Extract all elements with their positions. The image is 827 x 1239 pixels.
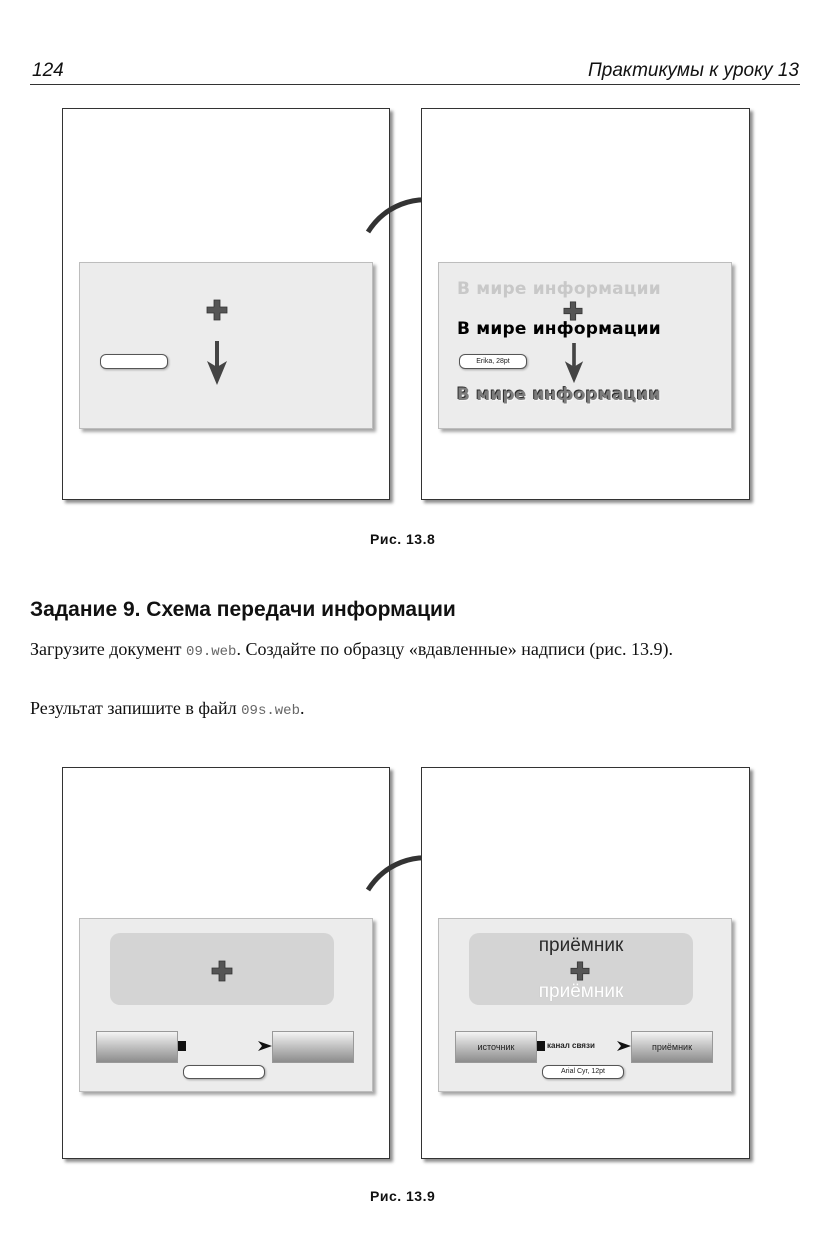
p1-text-end: . Создайте по образцу «вдавленные» надпи… — [236, 639, 673, 659]
receiver-small-box — [272, 1031, 354, 1063]
source-box — [96, 1031, 178, 1063]
receiver-small-label: приёмник — [651, 1042, 693, 1052]
file-name: 09.web — [186, 644, 237, 660]
running-title: Практикумы к уроку 13 — [587, 60, 799, 81]
plus-icon — [211, 960, 233, 982]
source-label: источник — [477, 1042, 515, 1052]
source-box: источник — [455, 1031, 537, 1063]
receiver-bottom-label: приёмник — [538, 981, 624, 1002]
wordart-line-3: В мире информации — [457, 385, 661, 405]
font-label-empty — [183, 1065, 265, 1079]
fig1-left-inner — [79, 262, 373, 429]
p2-text-end: . — [299, 698, 305, 718]
fig1-right-panel: В мире информации В мире информации Erik… — [421, 108, 750, 500]
arrow-right-icon — [258, 1041, 272, 1051]
fig2-left-inner — [79, 918, 373, 1092]
p1-text-start: Загрузите документ — [30, 639, 187, 659]
header-rule — [30, 84, 800, 85]
receiver-top-label: приёмник — [538, 935, 624, 956]
wordart-line-2: В мире информации — [457, 319, 661, 339]
page-number: 124 — [32, 60, 64, 81]
plus-icon — [563, 301, 583, 321]
wordart-line-1: В мире информации — [457, 279, 661, 299]
plus-icon — [570, 961, 590, 981]
arrow-right-icon — [617, 1041, 631, 1051]
fig2-left-panel — [62, 767, 390, 1159]
file-name: 09s.web — [241, 703, 300, 719]
channel-label: канал связи — [547, 1041, 595, 1050]
task-paragraph-2: Результат запишите в файл 09s.web. — [30, 697, 304, 722]
arrow-down-icon — [564, 343, 584, 384]
arrow-down-icon — [207, 341, 227, 385]
fig2-right-panel: приёмник приёмник источник канал связи п… — [421, 767, 750, 1159]
font-label: Arial Cyr, 12pt — [542, 1065, 624, 1079]
figure-caption: Рис. 13.9 — [370, 1188, 436, 1204]
font-label-empty — [100, 354, 168, 369]
fig1-left-panel — [62, 108, 390, 500]
font-label: Erika, 28pt — [459, 354, 527, 369]
figure-caption: Рис. 13.8 — [370, 531, 436, 547]
square-icon — [178, 1041, 186, 1051]
task-title: Задание 9. Схема передачи информации — [30, 598, 456, 621]
task-paragraph-1: Загрузите документ 09.web. Создайте по о… — [30, 638, 798, 663]
p2-text-start: Результат запишите в файл — [30, 698, 242, 718]
square-icon — [537, 1041, 545, 1051]
fig1-right-inner: В мире информации В мире информации Erik… — [438, 262, 732, 429]
fig2-right-inner: приёмник приёмник источник канал связи п… — [438, 918, 732, 1092]
receiver-small-box: приёмник — [631, 1031, 713, 1063]
plus-icon — [206, 299, 228, 321]
